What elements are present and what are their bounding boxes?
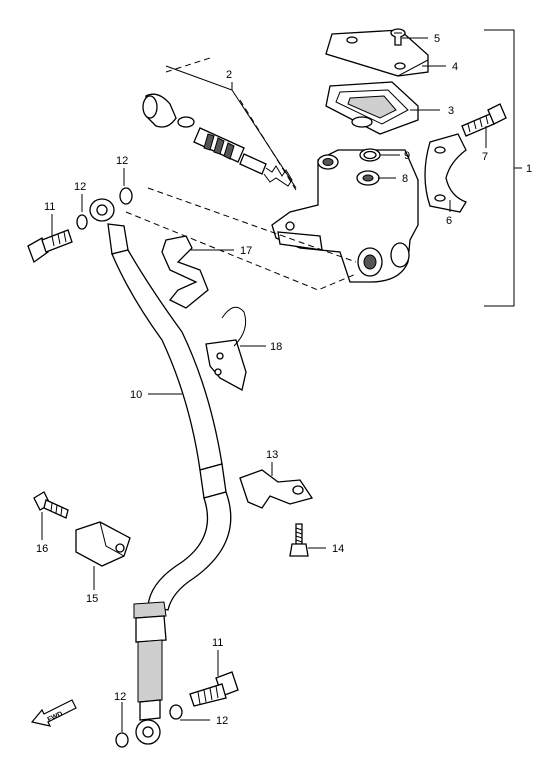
- callout-11-lower: 11: [212, 637, 223, 649]
- hose-bracket: [239, 469, 314, 509]
- brake-hose: [89, 198, 232, 745]
- washer-upper-a: [76, 214, 88, 230]
- callout-10: 10: [130, 389, 142, 401]
- handlebar-clamp: [424, 133, 467, 213]
- bracket-2: [165, 65, 297, 189]
- union-bolt-lower: [189, 671, 239, 707]
- diaphragm: [325, 81, 419, 135]
- callout-13: 13: [266, 449, 278, 461]
- callout-12-upper-right: 12: [116, 155, 128, 167]
- o-ring: [359, 148, 381, 162]
- washer-lower-b: [169, 704, 183, 720]
- callout-14: 14: [332, 543, 344, 555]
- callout-6: 6: [446, 215, 452, 227]
- callout-5: 5: [434, 33, 440, 45]
- callout-12-lower-left: 12: [114, 691, 126, 703]
- clamp-bolt: [461, 103, 507, 137]
- washer-upper-b: [119, 187, 133, 205]
- piston-set: [142, 93, 293, 187]
- callout-18: 18: [270, 341, 282, 353]
- hose-clamp: [75, 521, 131, 567]
- inner-cap: [356, 170, 380, 186]
- bracket-bolt: [289, 523, 309, 557]
- callout-12-lower-right: 12: [216, 715, 228, 727]
- clamp-mount-bolt: [33, 491, 69, 519]
- alignment-line-hose: [125, 187, 357, 291]
- callout-2: 2: [226, 69, 232, 81]
- forward-direction-arrow: FWD: [30, 699, 77, 727]
- leader-lines: [41, 37, 487, 732]
- reservoir-cap: [325, 29, 429, 77]
- callout-12-upper-left: 12: [74, 181, 86, 193]
- callout-9: 9: [404, 150, 410, 162]
- callout-17: 17: [240, 245, 252, 257]
- callout-16: 16: [36, 543, 48, 555]
- callout-3: 3: [448, 105, 454, 117]
- bracket-1: [484, 29, 522, 307]
- callout-1: 1: [526, 163, 532, 175]
- callout-8: 8: [402, 173, 408, 185]
- callout-15: 15: [86, 593, 98, 605]
- hose-guide: [205, 306, 247, 391]
- cap-screw: [390, 28, 406, 46]
- hose-clip: [161, 235, 209, 309]
- callout-7: 7: [482, 151, 488, 163]
- master-cylinder-body: [271, 149, 419, 283]
- callout-4: 4: [452, 61, 458, 73]
- callout-11-upper: 11: [44, 201, 55, 213]
- washer-lower-a: [115, 732, 129, 748]
- union-bolt-upper: [27, 229, 73, 264]
